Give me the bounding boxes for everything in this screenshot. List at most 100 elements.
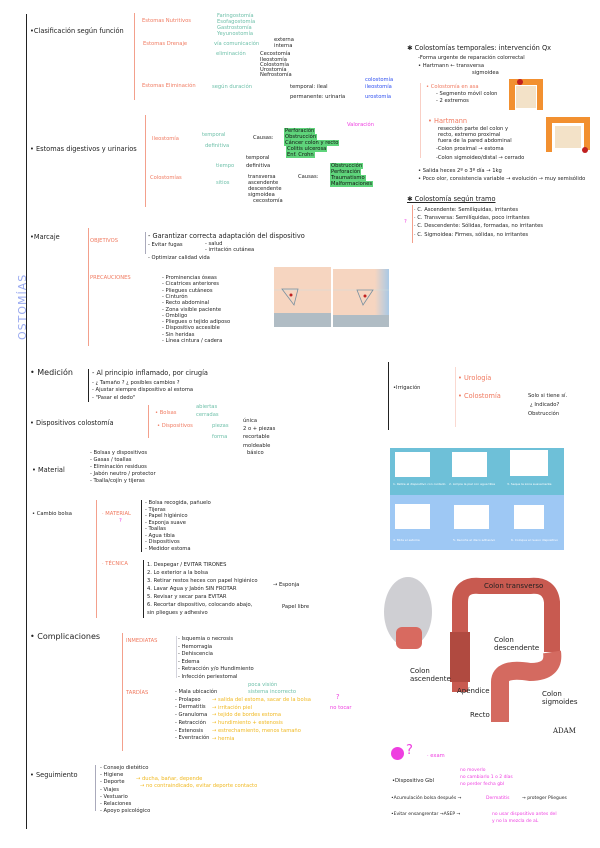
list-item: - Ajustar siempre dispositivo al estoma — [92, 387, 194, 393]
list-item: - Optimizar calidad vida — [148, 255, 210, 261]
section-complicaciones: • Complicaciones — [30, 632, 101, 641]
list-item: • Hartmann ← transversa — [418, 63, 485, 69]
list-item: básico — [247, 450, 264, 456]
list-item: - Hemorragia — [178, 643, 213, 650]
list-item: - Gasas / toallas — [90, 457, 132, 463]
list-item: · C. Ascendente: Semilíquidas, irritante… — [414, 207, 519, 213]
label-ileostomia: Ileostomía — [152, 136, 179, 142]
temporales-title: ✱ Colostomías temporales: intervención Q… — [407, 44, 552, 52]
list-item: - Dispositivos — [145, 539, 180, 545]
list-item: externa — [274, 37, 294, 43]
list-item: • Dispositivos — [157, 423, 193, 429]
label-recto: Recto — [470, 711, 490, 719]
hartmann-illustration — [546, 117, 590, 153]
list-item: ileostomía — [365, 84, 392, 90]
list-item: - Bolsa recogida, pañuelo — [145, 500, 211, 506]
list-item: recto, extremo proximal — [438, 132, 501, 138]
list-item: - Mala ubicación — [175, 689, 218, 695]
list-item: • Urología — [458, 374, 492, 382]
list-item: - Garantizar correcta adaptación del dis… — [148, 232, 305, 240]
section-material: • Material — [32, 466, 65, 474]
note: → ducha, bañar, depende — [136, 776, 203, 782]
list-item: piezas — [212, 423, 229, 429]
list-item: - Eliminación residuos — [90, 464, 147, 470]
section-clasificacion: •Clasificación según función — [30, 27, 124, 35]
list-item: colostomía — [365, 77, 394, 83]
list-item: - Pliegues o tejido adiposo — [162, 319, 231, 326]
list-item: - Ombligo — [162, 312, 188, 319]
list-item: 4. Lavar Agua y Jabón SIN FROTAR — [147, 586, 237, 592]
list-item: - Segmento móvil colon — [436, 91, 498, 97]
list-item: temporal: ileal — [290, 84, 328, 90]
caption: •Colostomía descendente — [335, 336, 381, 340]
list-item: - Jabón neutro / protector — [90, 471, 156, 477]
list-item: Obstrucción — [284, 134, 318, 140]
step-caption: 2. Limpie la piel con agua tibia — [449, 482, 496, 486]
label-tecnica: · TÉCNICA — [102, 561, 128, 567]
label-precauciones: PRECAUCIONES — [90, 275, 131, 281]
final-note: •Evitar ensangrentar →ASEP → — [391, 812, 461, 817]
list-item: - "Pasar el dedo" — [92, 395, 136, 401]
list-item: interna — [274, 43, 293, 49]
list-item: Obstrucción — [330, 163, 364, 169]
list-item: Cecostomía — [260, 51, 291, 57]
list-item: única — [243, 418, 258, 424]
stoma-site-image-right — [333, 269, 389, 327]
adam-logo: ADAM — [553, 727, 576, 735]
list-item: - Higiene — [100, 772, 124, 779]
list-item: cerradas — [196, 412, 219, 418]
list-item: - Estenosis — [175, 727, 204, 734]
list-item: 1. Despegar / EVITAR TIRONES — [147, 562, 227, 568]
magenta-dot-marker — [391, 747, 404, 760]
list-item: Cáncer colon y recto — [284, 140, 340, 146]
section-seguimiento: • Seguimiento — [30, 771, 78, 779]
list-item: Obstrucción — [528, 411, 560, 417]
list-item: sigmoidea — [472, 70, 499, 76]
note: → irritación piel — [212, 704, 253, 711]
list-item: - Cicatrices anteriores — [162, 281, 219, 288]
note: → salida del estoma, sacar de la bolsa — [212, 697, 311, 703]
caption: •Colostomía sigmoidea — [335, 340, 376, 344]
label-nutritivos: Estomas Nutritivos — [142, 18, 191, 24]
list-item: - Prominencias óseas — [162, 275, 217, 281]
list-item: sin pliegues y adhesivo — [147, 610, 208, 616]
list-item: • Colostomía — [458, 392, 501, 400]
list-item: Colostomía — [260, 62, 289, 68]
list-item: - Eventración — [175, 735, 210, 742]
step-caption: 1. Retire el dispositivo con cuidado — [393, 482, 446, 486]
list-item: - Apoyo psicológico — [100, 808, 151, 815]
list-item: - Edema — [178, 658, 200, 665]
list-item: definitiva — [246, 163, 271, 169]
list-item: - Zona visible paciente — [162, 306, 222, 313]
list-item: - Agua tibia — [145, 532, 175, 539]
list-item: resección parte del colon y — [438, 126, 509, 132]
final-note: •Acumulación bolsa después → — [391, 796, 462, 801]
list-item: • Poco olor, consistencia variable → evo… — [418, 176, 586, 182]
note: no moverlo — [460, 768, 486, 773]
list-item: vía comunicación — [214, 41, 260, 47]
valoracion-note: Valoración — [347, 122, 375, 128]
list-item: definitiva — [205, 143, 230, 149]
list-item: 2. Lo exterior a la bolsa — [147, 570, 209, 576]
question-mark: ? — [119, 518, 122, 524]
list-item: Perforación — [284, 128, 316, 134]
final-note: •Dispositivo Gbl — [392, 778, 434, 784]
note: → hundimiento + estenosis — [212, 720, 283, 727]
list-item: - Pliegues cutáneos — [162, 287, 213, 294]
list-item: -Colon proximal → estoma — [436, 146, 504, 152]
side-note: Papel libre — [282, 604, 310, 610]
side-note: → Esponja — [273, 582, 300, 588]
list-item: recortable — [243, 434, 270, 440]
caption: •Colostomía ascendente — [276, 335, 320, 339]
list-item: - Cinturón — [162, 293, 188, 300]
main-divider — [26, 14, 27, 829]
list-item: Causas: — [298, 174, 319, 180]
list-item: transversa — [248, 174, 276, 180]
list-item: temporal — [246, 155, 270, 161]
list-item: fuera de la pared abdominal — [438, 138, 512, 144]
list-item: Perforación — [330, 169, 362, 175]
segun-tramo-title: ✱ Colostomía según tramo — [407, 195, 496, 203]
list-item: · C. Sigmoidea: Firmes, sólidas, no irri… — [414, 232, 529, 238]
label-colon-sigmoides: Colon sigmoides — [542, 690, 578, 706]
